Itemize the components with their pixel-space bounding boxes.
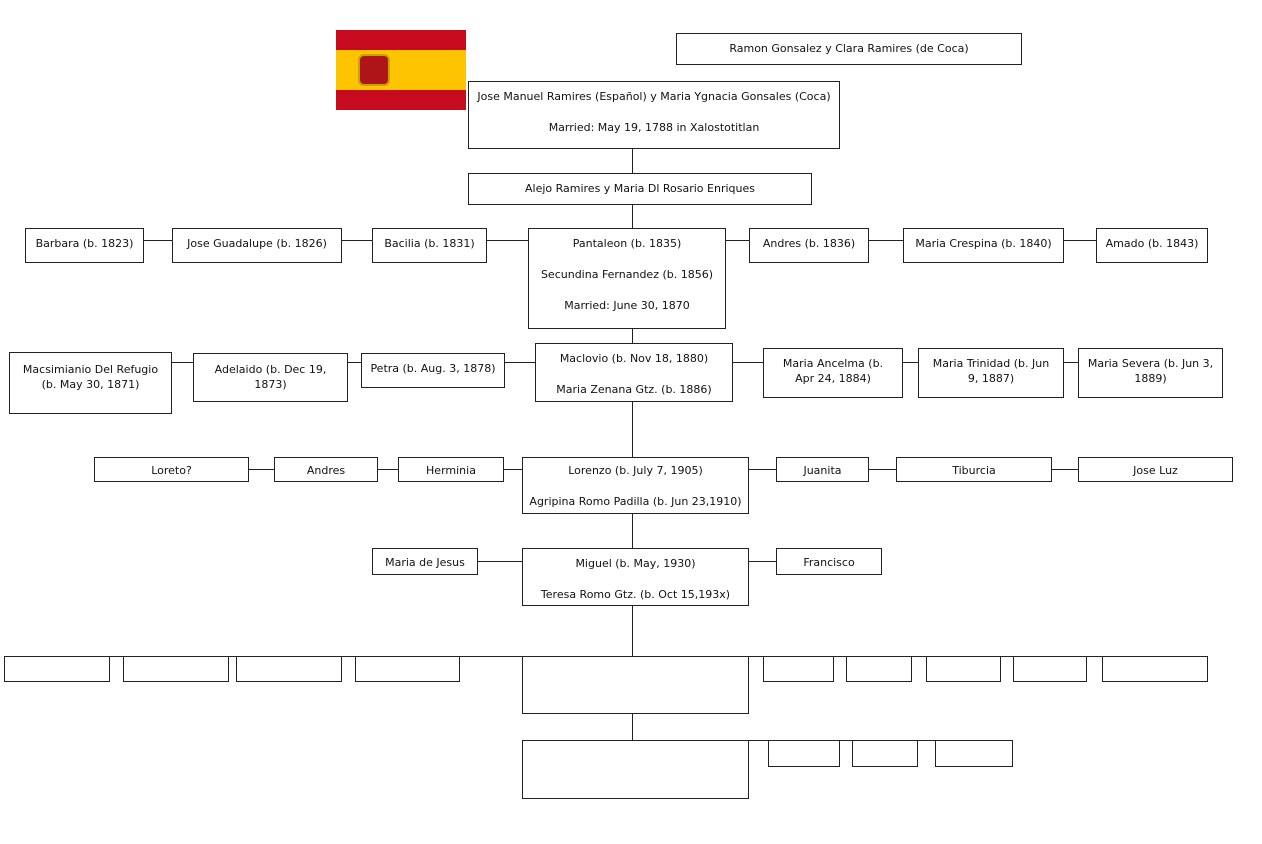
- person-name: Herminia: [426, 464, 476, 477]
- person-box-ramon: Ramon Gonsalez y Clara Ramires (de Coca): [676, 33, 1022, 65]
- connector: [632, 606, 633, 656]
- person-name: Maria de Jesus: [385, 556, 465, 569]
- redacted-main-box: [522, 740, 749, 799]
- spouse-name: Secundina Fernandez (b. 1856): [540, 268, 714, 281]
- person-name: Jose Luz: [1133, 464, 1178, 477]
- sibling-box: Bacilia (b. 1831): [372, 228, 487, 263]
- connector: [632, 402, 633, 457]
- sibling-box: Herminia: [398, 457, 504, 482]
- person-name: Bacilia (b. 1831): [384, 237, 475, 250]
- redacted-box: [355, 656, 460, 682]
- person-box-alejo: Alejo Ramires y Maria Dl Rosario Enrique…: [468, 173, 812, 205]
- redacted-box: [4, 656, 110, 682]
- person-name: Loreto?: [151, 464, 192, 477]
- person-name: Pantaleon (b. 1835): [572, 237, 682, 250]
- marriage-info: Married: May 19, 1788 in Xalostotitlan: [548, 121, 760, 134]
- sibling-box: Francisco: [776, 548, 882, 575]
- spouse-name: Maria Zenana Gtz. (b. 1886): [556, 383, 712, 396]
- redacted-main-box: [522, 656, 749, 714]
- sibling-box: Maria Severa (b. Jun 3, 1889): [1078, 348, 1223, 398]
- connector: [632, 205, 633, 228]
- person-name: Tiburcia: [952, 464, 996, 477]
- spouse-name: Agripina Romo Padilla (b. Jun 23,1910): [529, 495, 742, 508]
- connector: [632, 329, 633, 343]
- redacted-box: [852, 740, 918, 767]
- redacted-box: [846, 656, 912, 682]
- sibling-box: Tiburcia: [896, 457, 1052, 482]
- person-name: Juanita: [803, 464, 842, 477]
- sibling-box: Loreto?: [94, 457, 249, 482]
- sibling-box: Maria Ancelma (b. Apr 24, 1884): [763, 348, 903, 398]
- connector: [632, 714, 633, 740]
- sibling-box: Maria Trinidad (b. Jun 9, 1887): [918, 348, 1064, 398]
- person-name: Miguel (b. May, 1930): [575, 557, 696, 570]
- main-box-miguel: Miguel (b. May, 1930) Teresa Romo Gtz. (b…: [522, 548, 749, 606]
- person-name: Adelaido (b. Dec 19, 1873): [214, 363, 327, 391]
- person-box-jose-manuel: Jose Manuel Ramires (Español) y Maria Yg…: [468, 81, 840, 149]
- redacted-box: [768, 740, 840, 767]
- person-name: Maclovio (b. Nov 18, 1880): [559, 352, 709, 365]
- person-name: Francisco: [803, 556, 855, 569]
- sibling-box: Barbara (b. 1823): [25, 228, 144, 263]
- person-name: Maria Severa (b. Jun 3, 1889): [1087, 357, 1214, 385]
- main-box-maclovio: Maclovio (b. Nov 18, 1880) Maria Zenana G…: [535, 343, 733, 402]
- redacted-box: [1102, 656, 1208, 682]
- redacted-box: [1013, 656, 1087, 682]
- spouse-name: Teresa Romo Gtz. (b. Oct 15,193x): [540, 588, 731, 601]
- sibling-box: Macsimianio Del Refugio (b. May 30, 1871…: [9, 352, 172, 414]
- sibling-box: Amado (b. 1843): [1096, 228, 1208, 263]
- main-box-lorenzo: Lorenzo (b. July 7, 1905) Agripina Romo P…: [522, 457, 749, 514]
- person-name: Ramon Gonsalez y Clara Ramires (de Coca): [729, 42, 969, 55]
- connector: [632, 514, 633, 548]
- person-name: Lorenzo (b. July 7, 1905): [568, 464, 703, 477]
- sibling-box: Andres (b. 1836): [749, 228, 869, 263]
- person-name: Andres (b. 1836): [762, 237, 856, 250]
- sibling-box: Juanita: [776, 457, 869, 482]
- sibling-box: Maria de Jesus: [372, 548, 478, 575]
- marriage-info: Married: June 30, 1870: [564, 299, 690, 312]
- redacted-box: [926, 656, 1001, 682]
- person-name: Jose Guadalupe (b. 1826): [187, 237, 327, 250]
- person-name: Maria Trinidad (b. Jun 9, 1887): [932, 357, 1050, 385]
- person-name: Petra (b. Aug. 3, 1878): [370, 362, 496, 375]
- sibling-box: Jose Guadalupe (b. 1826): [172, 228, 342, 263]
- person-name: Amado (b. 1843): [1105, 237, 1199, 250]
- redacted-box: [236, 656, 342, 682]
- sibling-box: Petra (b. Aug. 3, 1878): [361, 353, 505, 388]
- connector: [632, 149, 633, 173]
- person-name: Barbara (b. 1823): [35, 237, 134, 250]
- redacted-box: [935, 740, 1013, 767]
- couple-names: Alejo Ramires y Maria Dl Rosario Enrique…: [524, 182, 755, 195]
- sibling-box: Maria Crespina (b. 1840): [903, 228, 1064, 263]
- person-name: Andres: [306, 464, 346, 477]
- sibling-box: Jose Luz: [1078, 457, 1233, 482]
- person-name: Macsimianio Del Refugio (b. May 30, 1871…: [22, 363, 159, 391]
- redacted-box: [763, 656, 834, 682]
- person-name: Maria Ancelma (b. Apr 24, 1884): [782, 357, 884, 385]
- person-name: Maria Crespina (b. 1840): [915, 237, 1052, 250]
- couple-names: Jose Manuel Ramires (Español) y Maria Yg…: [477, 90, 831, 103]
- redacted-box: [123, 656, 229, 682]
- sibling-box: Andres: [274, 457, 378, 482]
- sibling-box: Adelaido (b. Dec 19, 1873): [193, 353, 348, 402]
- main-box-pantaleon: Pantaleon (b. 1835) Secundina Fernandez (…: [528, 228, 726, 329]
- spain-flag-icon: [336, 30, 466, 110]
